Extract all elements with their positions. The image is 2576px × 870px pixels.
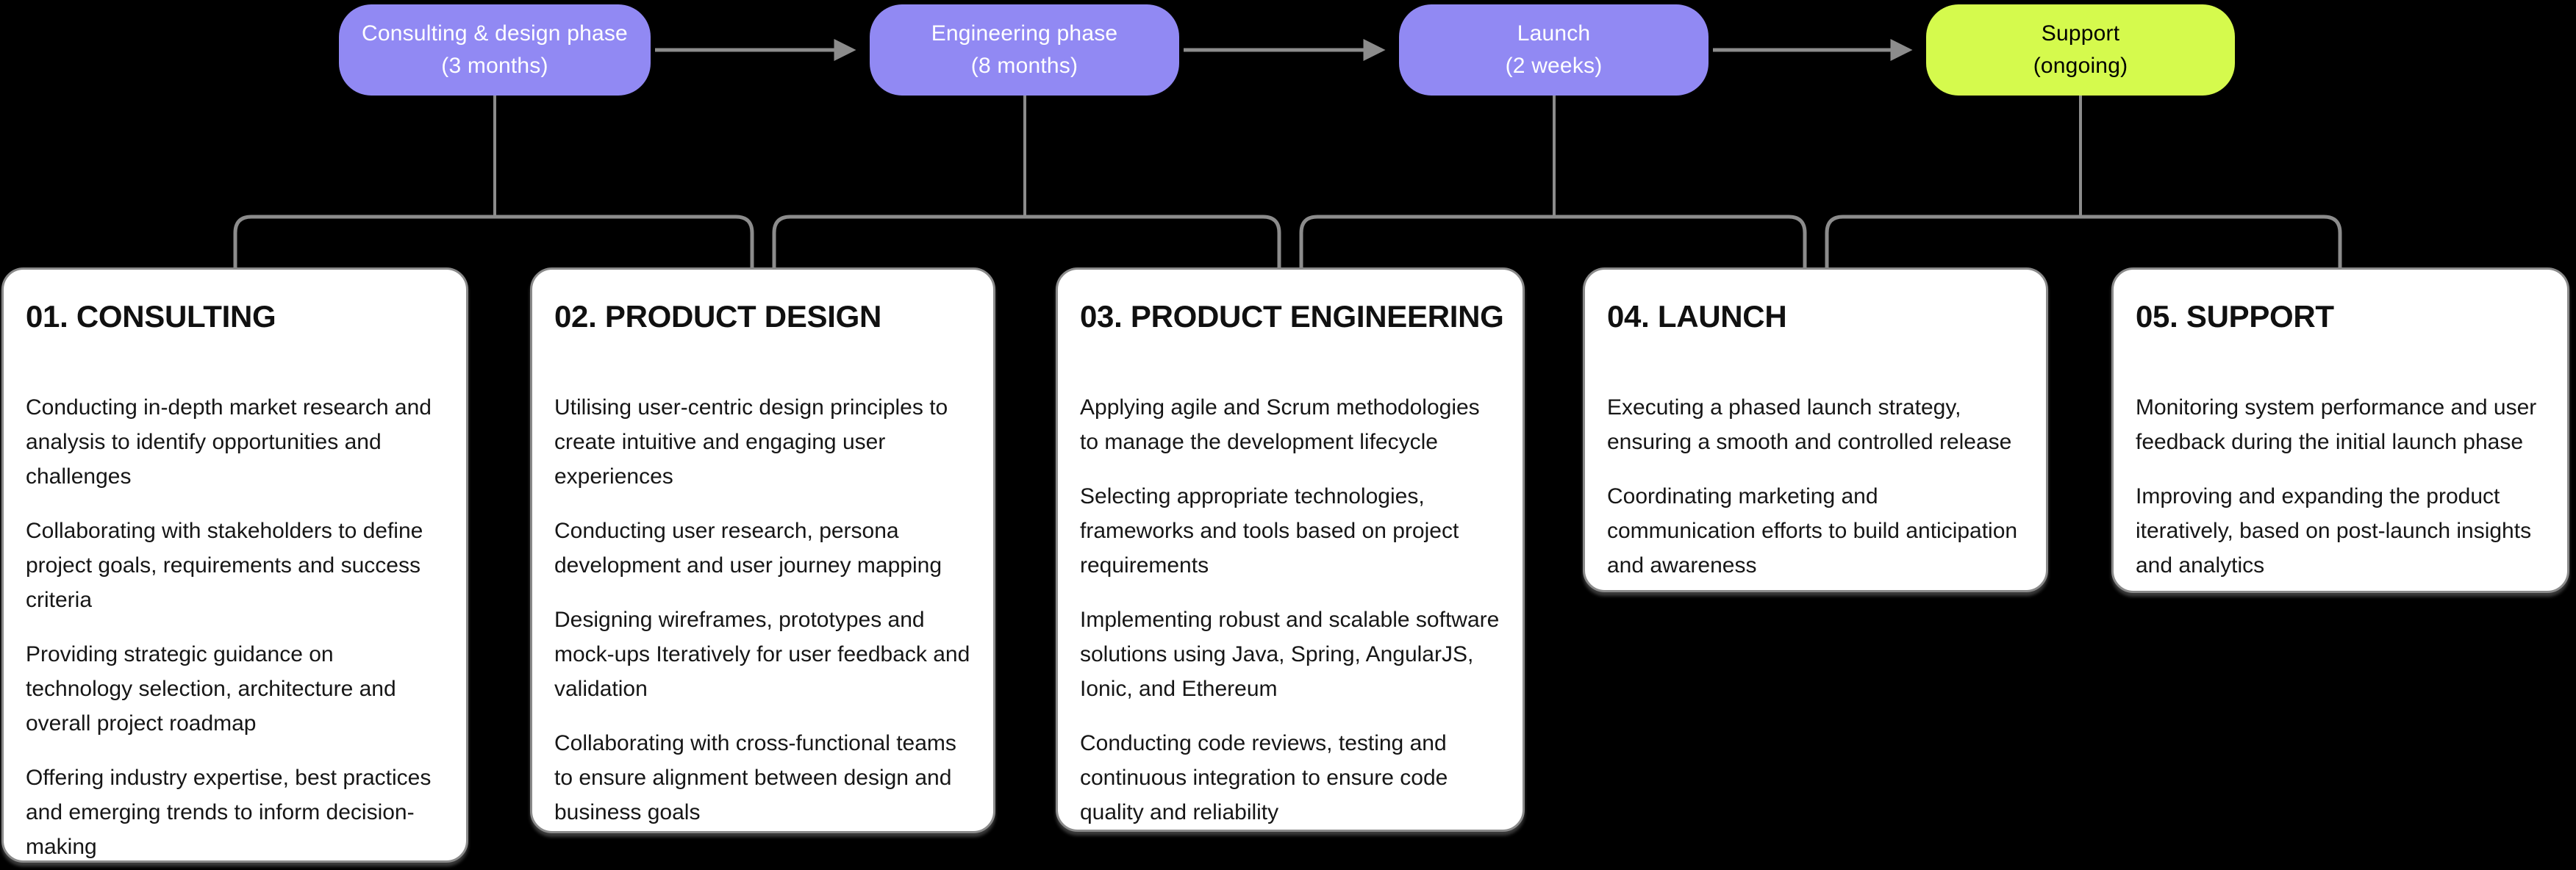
card-title: 05. SUPPORT bbox=[2136, 299, 2334, 334]
card-paragraph: Applying agile and Scrum methodologies t… bbox=[1080, 395, 1480, 454]
card-paragraph: Conducting user research, persona develo… bbox=[554, 519, 942, 578]
card-paragraph: Implementing robust and scalable softwar… bbox=[1080, 608, 1500, 701]
card-consulting: 01. CONSULTING Conducting in-depth marke… bbox=[1, 267, 468, 863]
card-product-engineering: 03. PRODUCT ENGINEERING Applying agile a… bbox=[1056, 267, 1525, 832]
phase-pill-engineering: Engineering phase (8 months) bbox=[870, 4, 1179, 96]
phase-pill-launch: Launch (2 weeks) bbox=[1399, 4, 1709, 96]
phase-name: Engineering phase bbox=[931, 21, 1118, 46]
card-paragraph: Providing strategic guidance on technolo… bbox=[26, 642, 396, 736]
bracket-connector bbox=[233, 215, 754, 267]
phase-name: Consulting & design phase bbox=[362, 21, 628, 46]
phase-duration: (2 weeks) bbox=[1505, 54, 1603, 78]
card-product-design: 02. PRODUCT DESIGN Utilising user-centri… bbox=[530, 267, 995, 833]
phase-duration: (ongoing) bbox=[2033, 54, 2128, 78]
card-paragraph: Monitoring system performance and user f… bbox=[2136, 395, 2537, 454]
phase-name: Launch bbox=[1517, 21, 1591, 46]
card-paragraph: Utilising user-centric design principles… bbox=[554, 395, 948, 489]
card-paragraph: Conducting in-depth market research and … bbox=[26, 395, 432, 489]
card-paragraph: Designing wireframes, prototypes and moc… bbox=[554, 608, 970, 701]
card-paragraph: Offering industry expertise, best practi… bbox=[26, 766, 432, 859]
card-title: 03. PRODUCT ENGINEERING bbox=[1080, 299, 1504, 334]
bracket-connector bbox=[772, 215, 1281, 267]
phase-duration: (8 months) bbox=[970, 54, 1078, 78]
card-paragraph: Improving and expanding the product iter… bbox=[2136, 484, 2532, 578]
card-paragraph: Executing a phased launch strategy, ensu… bbox=[1607, 395, 2012, 454]
card-paragraph: Selecting appropriate technologies, fram… bbox=[1080, 484, 1459, 578]
bracket-connector bbox=[1825, 215, 2342, 267]
card-paragraph: Coordinating marketing and communication… bbox=[1607, 484, 2018, 578]
card-title: 04. LAUNCH bbox=[1607, 299, 1787, 334]
card-paragraph: Collaborating with cross-functional team… bbox=[554, 731, 956, 824]
card-paragraph: Conducting code reviews, testing and con… bbox=[1080, 731, 1448, 824]
card-title: 01. CONSULTING bbox=[26, 299, 276, 334]
card-support: 05. SUPPORT Monitoring system performanc… bbox=[2111, 267, 2569, 593]
bracket-connector bbox=[1299, 215, 1807, 267]
phase-pill-support: Support (ongoing) bbox=[1926, 4, 2235, 96]
phase-pill-consulting-design: Consulting & design phase (3 months) bbox=[339, 4, 651, 96]
phase-name: Support bbox=[2041, 21, 2120, 46]
phase-duration: (3 months) bbox=[441, 54, 548, 78]
card-title: 02. PRODUCT DESIGN bbox=[554, 299, 882, 334]
card-paragraph: Collaborating with stakeholders to defin… bbox=[26, 519, 423, 612]
card-launch: 04. LAUNCH Executing a phased launch str… bbox=[1583, 267, 2048, 592]
